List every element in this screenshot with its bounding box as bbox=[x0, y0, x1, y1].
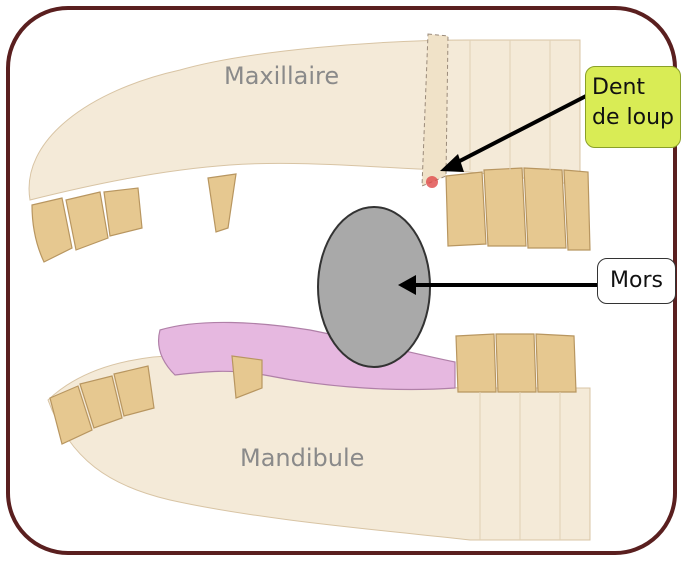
upper-molar-1 bbox=[446, 172, 486, 246]
upper-canine bbox=[208, 174, 236, 232]
callout-dent-line2: de loup bbox=[592, 103, 680, 133]
upper-incisor-2 bbox=[66, 192, 108, 250]
callout-mors: Mors bbox=[597, 258, 676, 304]
lower-molar-3 bbox=[536, 334, 576, 392]
lower-molar-1 bbox=[456, 334, 496, 392]
lower-molar-2 bbox=[496, 334, 536, 392]
callout-dent-de-loup: Dent de loup bbox=[585, 66, 681, 148]
wolf-tooth-marker bbox=[426, 176, 438, 188]
upper-molar-2 bbox=[484, 168, 526, 246]
label-mandibule: Mandibule bbox=[240, 444, 364, 472]
label-maxillaire: Maxillaire bbox=[224, 62, 339, 90]
callout-dent-line1: Dent bbox=[592, 73, 680, 103]
upper-incisor-1 bbox=[32, 198, 72, 262]
upper-molar-4 bbox=[564, 170, 590, 250]
upper-incisor-3 bbox=[104, 188, 142, 236]
upper-molar-3 bbox=[524, 168, 566, 248]
